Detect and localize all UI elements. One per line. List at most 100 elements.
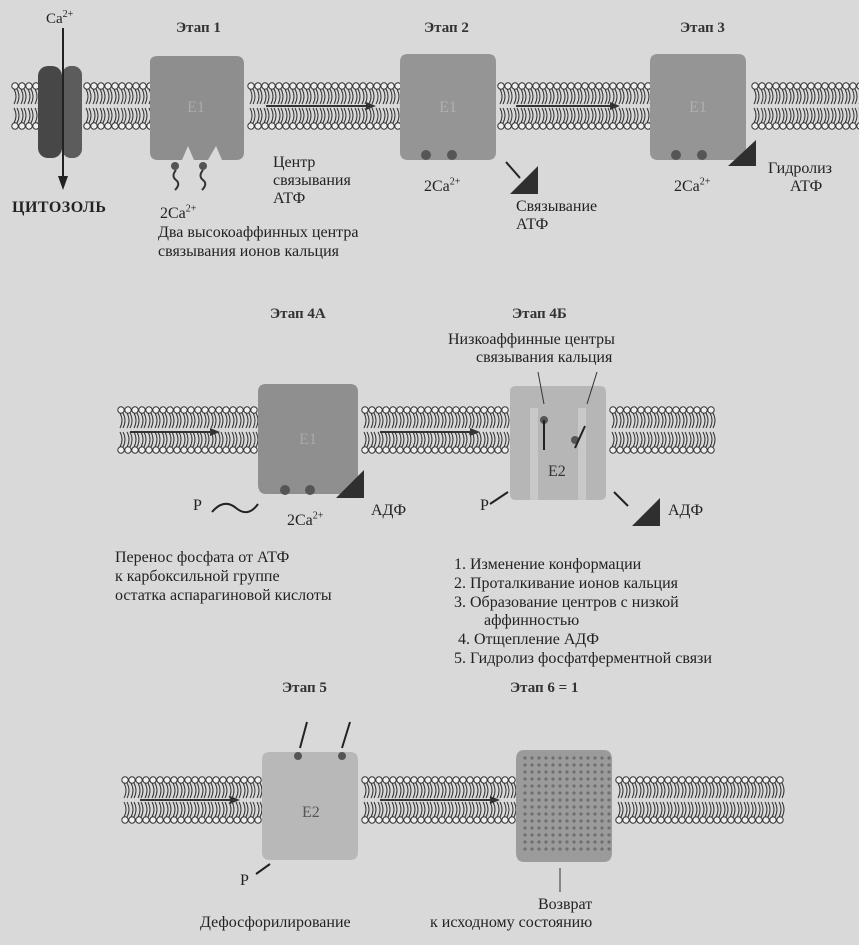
cytosol-label: ЦИТОЗОЛЬ [12,199,106,217]
lipid-tail [313,108,318,123]
protein-texture-dot [572,826,575,829]
stage4a-calcium-charge: 2+ [313,511,324,522]
stage3-calcium-text: 2Ca [674,178,700,195]
protein-texture-dot [607,812,610,815]
lipid-tail [124,783,129,798]
protein-texture-dot [558,777,561,780]
lipid-tail [682,432,687,447]
lipid-head [829,123,835,129]
lipid-tail [385,432,390,447]
lipid-head [714,817,720,823]
stage2-calcium-label: 2Ca2+ [424,178,460,196]
lipid-head [362,447,368,453]
lipid-tail [93,89,98,104]
lipid-head [255,817,261,823]
lipid-tail [570,108,575,123]
lipid-head [297,123,303,129]
lipid-tail [413,802,418,817]
lipid-head [397,817,403,823]
protein-texture-dot [523,791,526,794]
protein-texture-dot [544,819,547,822]
ca-ion-charge: 2+ [63,9,74,20]
lipid-tail [246,432,251,447]
lipid-head [502,817,508,823]
lipid-head [554,123,560,129]
lipid-head [453,777,459,783]
lipid-tail [682,413,687,428]
lipid-head [770,777,776,783]
lipid-tail [455,783,460,798]
protein-texture-dot [565,791,568,794]
lipid-head [617,83,623,89]
low-affinity-label-2: связывания кальция [476,349,612,367]
protein-texture-dot [579,812,582,815]
lipid-head [223,447,229,453]
protein-texture-dot [558,826,561,829]
step-list-item-5: 5. Гидролиз фосфатферментной связи [454,650,712,668]
lipid-head [673,447,679,453]
lipid-head [411,817,417,823]
lipid-tail [264,89,269,104]
lipid-tail [619,432,624,447]
lipid-tail [107,108,112,123]
lipid-tail [765,802,770,817]
lipid-head [495,407,501,413]
lipid-head [575,123,581,129]
lipid-head [488,447,494,453]
protein-stage6 [516,750,612,892]
lipid-head [353,83,359,89]
lipid-tail [378,802,383,817]
lipid-head [199,817,205,823]
lipid-tail [21,89,26,104]
protein-texture-dot [600,833,603,836]
protein-texture-dot [565,770,568,773]
lipid-tail [612,432,617,447]
lipid-tail [782,108,787,123]
lipid-head [631,407,637,413]
lipid-head [596,123,602,129]
lipid-tail [371,783,376,798]
lipid-head [787,83,793,89]
lipid-tail [135,89,140,104]
lipid-head [561,123,567,129]
lipid-tail [824,108,829,123]
protein-texture-dot [565,840,568,843]
protein-texture-dot [565,756,568,759]
lipid-tail [239,432,244,447]
lipid-head [237,407,243,413]
protein-texture-dot [544,812,547,815]
lipid-tail [779,802,784,817]
lipid-tail [114,108,119,123]
lipid-tail [549,108,554,123]
protein-e1-label-1: E1 [187,99,205,116]
protein-texture-dot [537,756,540,759]
lipid-tail [639,783,644,798]
lipid-tail [406,802,411,817]
protein-texture-dot [600,791,603,794]
atp-center-label-3: АТФ [273,190,305,208]
lipid-tail [490,783,495,798]
protein-texture-dot [544,770,547,773]
lipid-tail [709,783,714,798]
protein-texture-dot [572,777,575,780]
lipid-tail [483,783,488,798]
lipid-head [360,83,366,89]
membrane-row-3 [122,777,784,823]
protein-texture-dot [530,791,533,794]
lipid-head [304,123,310,129]
lipid-tail [364,783,369,798]
stage1-calcium-label: 2Ca2+ [160,205,196,223]
protein-texture-dot [537,798,540,801]
lipid-head [216,407,222,413]
lipid-tail [625,802,630,817]
lipid-head [630,777,636,783]
lipid-head [624,447,630,453]
lipid-tail [674,802,679,817]
protein-texture-dot [579,777,582,780]
lipid-tail [626,89,631,104]
lipid-head [143,817,149,823]
lipid-head [638,123,644,129]
lipid-head [467,407,473,413]
lipid-tail [441,432,446,447]
lipid-head [160,407,166,413]
